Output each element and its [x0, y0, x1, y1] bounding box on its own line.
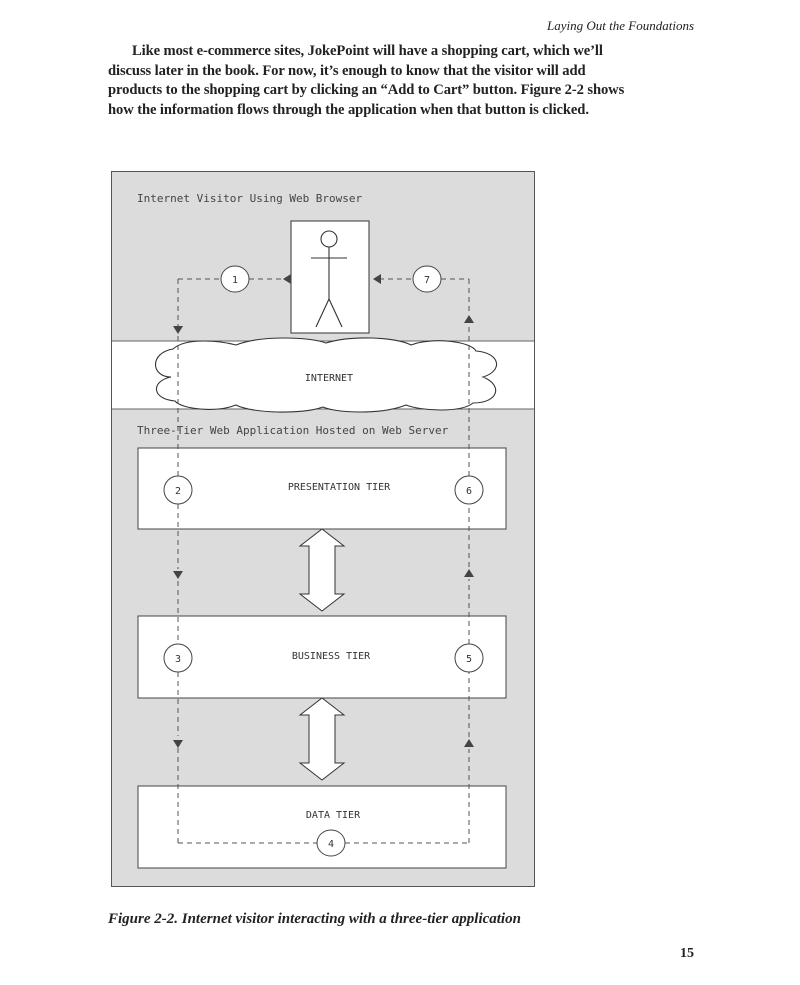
step-1: 1: [220, 265, 250, 293]
arrowhead-down: [173, 326, 183, 334]
internet-cloud: [155, 337, 498, 413]
svg-text:2: 2: [175, 486, 181, 497]
svg-text:1: 1: [232, 275, 238, 286]
business-tier-box: [137, 615, 507, 699]
arrowhead-down: [173, 571, 183, 579]
step-2: 2: [163, 475, 193, 505]
data-tier-label: DATA TIER: [306, 810, 361, 821]
step-3: 3: [163, 643, 193, 673]
stick-figure-icon: [311, 230, 347, 328]
response-flow-line: [345, 278, 470, 844]
data-tier-box: [137, 785, 507, 869]
presentation-tier-label: PRESENTATION TIER: [288, 482, 391, 493]
business-tier-label: BUSINESS TIER: [292, 651, 371, 662]
presentation-tier-box: [137, 447, 507, 530]
svg-text:3: 3: [175, 654, 181, 665]
step-6: 6: [454, 475, 484, 505]
arrowhead-up: [464, 739, 474, 747]
figure-caption: Figure 2-2. Internet visitor interacting…: [108, 911, 521, 927]
body-paragraph: Like most e-commerce sites, JokePoint wi…: [108, 43, 625, 118]
double-arrow-icon: [298, 528, 346, 612]
figure-2-2: Internet Visitor Using Web Browser INTER…: [111, 171, 535, 887]
arrowhead-left: [373, 274, 381, 284]
svg-text:4: 4: [328, 839, 334, 850]
svg-text:6: 6: [466, 486, 472, 497]
arrowhead-down: [173, 740, 183, 748]
server-label: Three-Tier Web Application Hosted on Web…: [137, 424, 449, 437]
step-7: 7: [412, 265, 442, 293]
visitor-box: [290, 220, 370, 334]
arrowhead-up: [464, 315, 474, 323]
visitor-label: Internet Visitor Using Web Browser: [137, 192, 363, 205]
page-number: 15: [680, 946, 694, 961]
svg-text:5: 5: [466, 654, 472, 665]
internet-label: INTERNET: [305, 373, 353, 384]
flow-arrowheads: [173, 274, 474, 748]
request-flow-line: [177, 278, 317, 844]
step-4: 4: [316, 829, 346, 857]
arrowhead-left: [283, 274, 291, 284]
double-arrow-icon: [298, 697, 346, 781]
svg-text:7: 7: [424, 275, 430, 286]
running-head: Laying Out the Foundations: [547, 18, 694, 33]
step-5: 5: [454, 643, 484, 673]
arrowhead-up: [464, 569, 474, 577]
